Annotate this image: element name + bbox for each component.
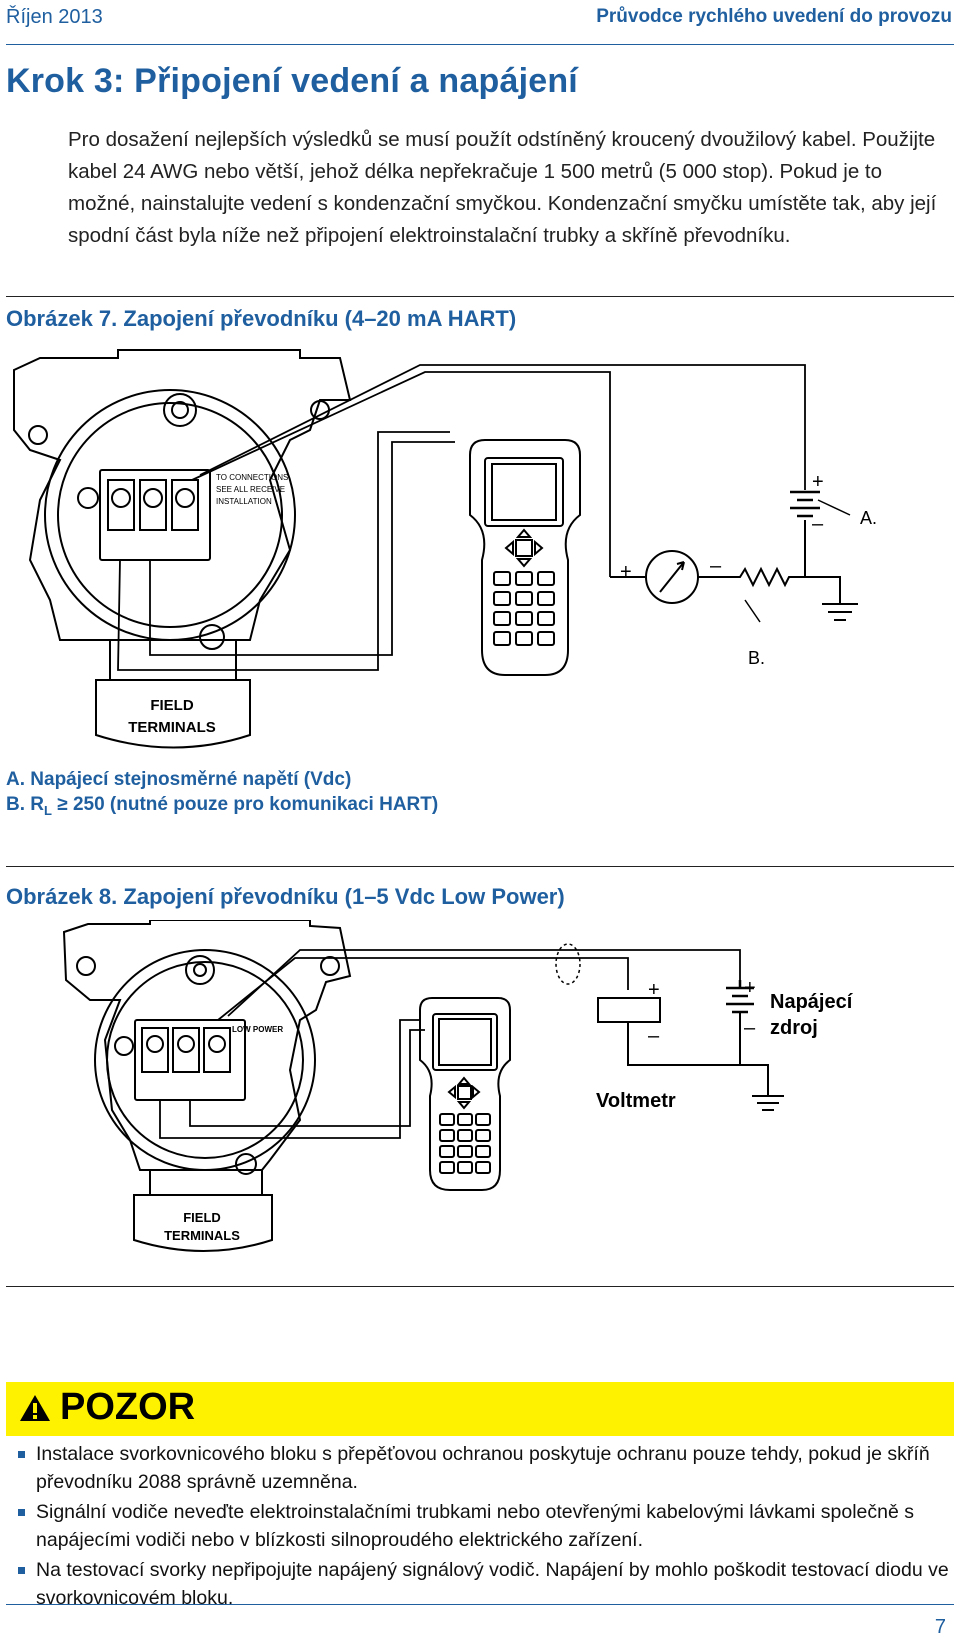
figure7-callout-b: B.: [748, 648, 765, 668]
figure7-title: Obrázek 7. Zapojení převodníku (4–20 mA …: [6, 306, 517, 331]
transmitter-housing-low-power: [62, 920, 352, 1171]
figure7-minus-meter: –: [710, 555, 722, 577]
field-terminals-cap-low-power: [133, 1194, 273, 1252]
caution-title: POZOR: [60, 1386, 196, 1428]
terminal-chamber-inner: [57, 402, 283, 628]
figure8-minus-supply: –: [744, 1017, 756, 1039]
housing-bolt-right: [310, 400, 330, 420]
figure8-voltmeter-label: Voltmetr: [596, 1090, 676, 1112]
transmitter-housing: [13, 349, 352, 641]
handheld-communicator: [469, 439, 581, 676]
figure8-terminals-label: TERMINALS: [164, 1228, 240, 1243]
header-divider: [6, 44, 954, 45]
figure8-field-label: FIELD: [183, 1210, 221, 1225]
figure7-plus-meter: +: [620, 561, 632, 583]
figure7-wiring-diagram: TO CONNECTIONS SEE ALL RECEIVE INSTALLAT…: [13, 349, 877, 749]
svg-text:TO CONNECTIONS: TO CONNECTIONS: [216, 473, 288, 482]
figure8-top-rule: [6, 866, 954, 867]
cable-shield-loop: [555, 943, 581, 985]
caution-banner: [6, 1382, 954, 1436]
figure7-legend-b: B. RL ≥ 250 (nutné pouze pro komunikaci …: [6, 794, 439, 818]
caution-item: Signální vodiče neveďte elektroinstalačn…: [14, 1498, 954, 1554]
header-guide-title: Průvodce rychlého uvedení do provozu: [596, 6, 952, 27]
figure8-low-power-text: LOW POWER: [232, 1025, 283, 1034]
figure7-callout-a: A.: [860, 508, 877, 528]
section-title: Krok 3: Připojení vedení a napájení: [6, 62, 578, 100]
figure8-bottom-rule: [6, 1286, 954, 1287]
figure8-plus-supply: +: [744, 977, 756, 999]
footer-divider: [6, 1604, 954, 1605]
figure7-terminals-label: TERMINALS: [128, 719, 216, 736]
terminal-block-low-power: [134, 1019, 246, 1101]
caution-item: Na testovací svorky nepřipojujte napájen…: [14, 1556, 954, 1612]
terminal-chamber-low-power: [94, 949, 316, 1171]
figure7-minus-battery: –: [812, 513, 824, 535]
figure7-top-rule: [6, 296, 954, 297]
warning-triangle-icon: [20, 1394, 50, 1421]
intro-paragraph: Pro dosažení nejlepších výsledků se musí…: [68, 128, 937, 247]
voltmeter-symbol: [597, 997, 661, 1023]
page-number: 7: [934, 1616, 946, 1638]
chamber-screw-bottom: [199, 624, 225, 650]
ground-screw-top: [163, 393, 197, 427]
field-terminals-cap: [95, 679, 251, 749]
figure8-plus-voltmeter: +: [648, 979, 660, 1001]
figure8-title: Obrázek 8. Zapojení převodníku (1–5 Vdc …: [6, 884, 565, 909]
handheld-communicator-low-power: [419, 997, 511, 1191]
terminal-chamber: [44, 389, 296, 641]
housing-bolt-left: [28, 425, 48, 445]
figure7-field-label: FIELD: [150, 697, 193, 714]
figure8-minus-voltmeter: –: [648, 1025, 660, 1047]
handheld-keypad: [493, 571, 555, 646]
svg-text:SEE ALL RECEIVE: SEE ALL RECEIVE: [216, 485, 285, 494]
figure8-wiring-diagram: LOW POWER FIELD TERMINALS + – + – Napáje…: [62, 920, 854, 1252]
figure8-power-label-2: zdroj: [770, 1017, 818, 1039]
terminal-block: [99, 469, 211, 561]
caution-heading: POZOR: [18, 1386, 195, 1429]
header-date: Říjen 2013: [6, 6, 103, 28]
figure7-legend-a: A. Napájecí stejnosměrné napětí (Vdc): [6, 769, 352, 790]
figure7-plus-battery: +: [812, 471, 824, 493]
caution-list: Instalace svorkovnicového bloku s přepěť…: [14, 1440, 954, 1614]
handheld-screen: [484, 457, 564, 527]
figure7-legend: A. Napájecí stejnosměrné napětí (Vdc) B.…: [6, 767, 438, 823]
svg-text:INSTALLATION: INSTALLATION: [216, 497, 272, 506]
figure8-power-label-1: Napájecí: [770, 991, 854, 1013]
chamber-screw-left: [77, 487, 99, 509]
caution-item: Instalace svorkovnicového bloku s přepěť…: [14, 1440, 954, 1496]
handheld-keypad-low-power: [439, 1113, 491, 1174]
